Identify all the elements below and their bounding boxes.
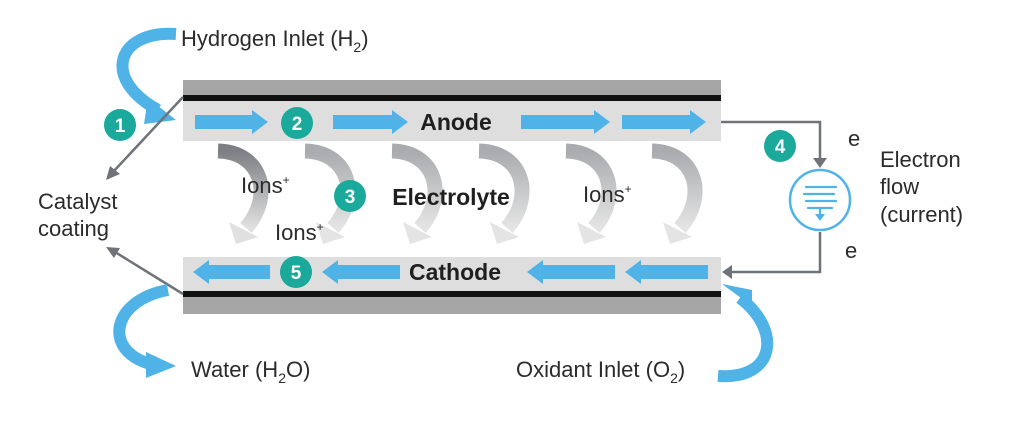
top-plate — [183, 80, 721, 95]
electron-flow-label: flow — [880, 174, 919, 199]
curved-arrow-icon — [304, 143, 356, 233]
electrolyte-label: Electrolyte — [392, 184, 510, 210]
step-badge-2: 2 — [281, 107, 313, 139]
left-arrow-icon — [193, 260, 270, 284]
right-arrow-icon — [195, 110, 268, 134]
curved-arrow-icon — [651, 143, 703, 233]
svg-text:2: 2 — [292, 114, 303, 135]
ion-arrows — [217, 143, 703, 244]
cathode-label: Cathode — [409, 259, 501, 285]
oxidant-inlet-arrow — [717, 284, 774, 383]
catalyst-pointers — [106, 96, 184, 296]
top-plate-edge — [183, 95, 721, 101]
svg-text:1: 1 — [115, 116, 126, 137]
step-badge-1: 1 — [104, 109, 136, 141]
right-arrow-icon — [622, 110, 706, 134]
right-arrow-icon — [333, 110, 408, 134]
step-badge-5: 5 — [280, 256, 312, 288]
ions-label: Ions+ — [583, 182, 632, 207]
svg-text:3: 3 — [345, 187, 356, 208]
anode-flow-arrows — [195, 110, 706, 134]
electrolyte-layer — [183, 141, 721, 257]
electron-flow-label: Electron — [880, 147, 961, 172]
ions-label: Ions+ — [275, 220, 324, 245]
curved-arrow-icon — [217, 143, 269, 233]
right-arrow-icon — [521, 110, 610, 134]
external-circuit — [721, 120, 827, 279]
left-arrow-icon — [625, 260, 708, 284]
electron-e-label: e — [845, 238, 857, 263]
curved-arrow-icon — [717, 293, 774, 383]
hydrogen-inlet-label: Hydrogen Inlet (H2) — [181, 26, 369, 55]
current-meter-icon — [788, 168, 852, 232]
cathode-flow-arrows — [193, 260, 708, 284]
water-label: Water (H2O) — [191, 357, 310, 386]
curved-arrow-icon — [391, 143, 443, 233]
left-arrow-icon — [322, 260, 400, 284]
electron-flow-label: (current) — [880, 202, 963, 227]
electron-e-label: e — [848, 126, 860, 151]
curved-arrow-icon — [113, 284, 170, 370]
catalyst-label: coating — [38, 216, 109, 241]
water-outlet-arrow — [113, 284, 176, 378]
svg-text:4: 4 — [775, 137, 786, 158]
step-badge-3: 3 — [334, 180, 366, 212]
step-badge-4: 4 — [764, 130, 796, 162]
curved-arrow-icon — [565, 143, 617, 233]
curved-arrow-icon — [116, 27, 177, 116]
anode-label: Anode — [420, 109, 492, 135]
svg-text:5: 5 — [291, 263, 302, 284]
hydrogen-inlet-arrow — [116, 27, 177, 124]
bottom-plate — [183, 297, 721, 314]
catalyst-label: Catalyst — [38, 189, 117, 214]
left-arrow-icon — [527, 260, 615, 284]
oxidant-label: Oxidant Inlet (O2) — [516, 357, 685, 386]
bottom-plate-edge — [183, 291, 721, 297]
curved-arrow-icon — [478, 143, 530, 233]
ions-label: Ions+ — [241, 173, 290, 198]
